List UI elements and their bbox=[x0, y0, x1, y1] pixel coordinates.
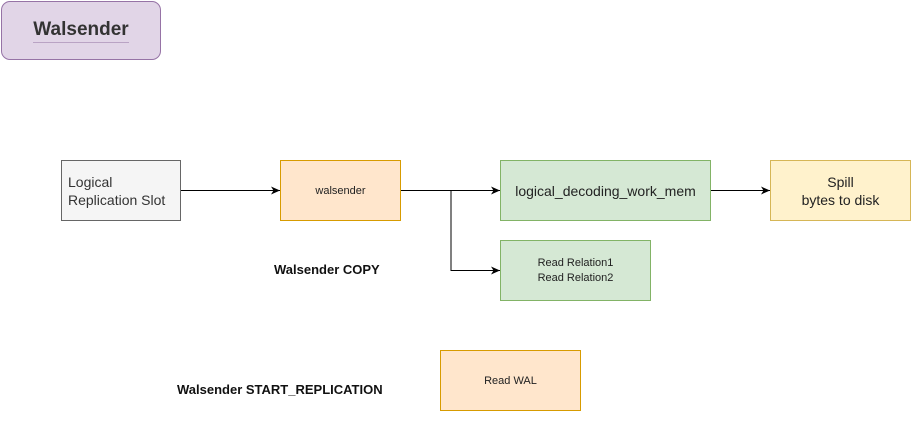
logical-decoding-work-mem-node: logical_decoding_work_mem bbox=[500, 160, 711, 221]
read-relations-node: Read Relation1 Read Relation2 bbox=[500, 240, 651, 301]
read-relation-1: Read Relation1 bbox=[537, 256, 614, 269]
read-wal-label: Read WAL bbox=[484, 374, 537, 387]
arrow-walsender-to-read-relations bbox=[450, 190, 500, 275]
read-relation-2: Read Relation2 bbox=[537, 271, 614, 284]
slot-line-2: Replication Slot bbox=[68, 191, 166, 208]
read-wal-node: Read WAL bbox=[440, 350, 581, 411]
spill-line-2: bytes to disk bbox=[801, 191, 880, 208]
work-mem-label: logical_decoding_work_mem bbox=[515, 182, 696, 199]
diagram-title: Walsender bbox=[1, 1, 161, 60]
spill-line-1: Spill bbox=[827, 173, 854, 190]
walsender-node: walsender bbox=[280, 160, 401, 221]
spill-node: Spill bytes to disk bbox=[770, 160, 911, 221]
diagram-title-text: Walsender bbox=[33, 19, 129, 43]
logical-replication-slot-node: Logical Replication Slot bbox=[61, 160, 181, 221]
slot-line-1: Logical bbox=[68, 173, 113, 190]
walsender-start-replication-label: Walsender START_REPLICATION bbox=[177, 382, 383, 397]
walsender-copy-label: Walsender COPY bbox=[274, 262, 380, 277]
walsender-label: walsender bbox=[315, 184, 366, 197]
